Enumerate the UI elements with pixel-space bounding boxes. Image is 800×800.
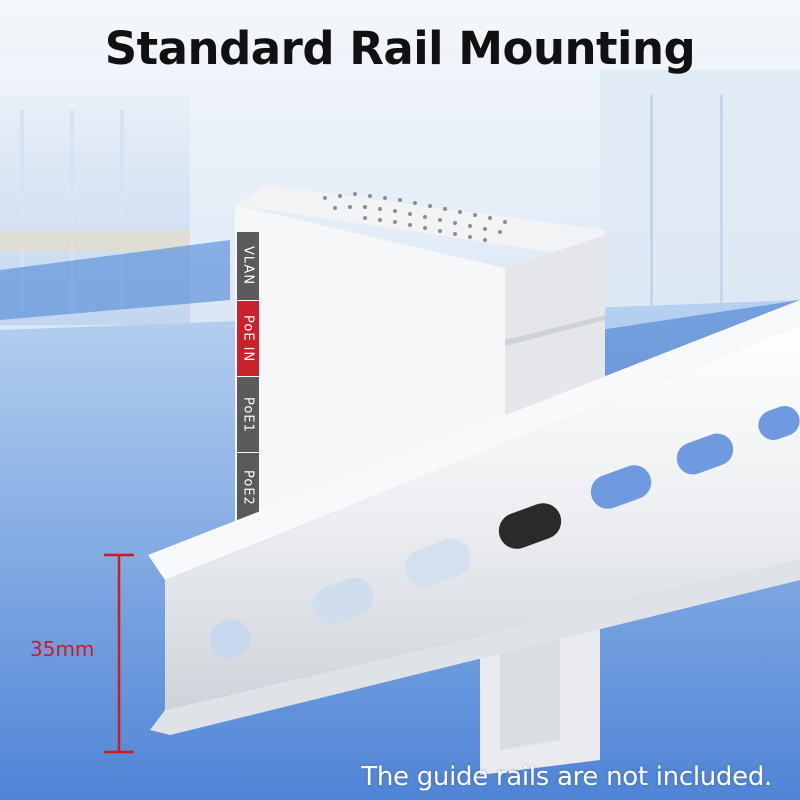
disclaimer-caption: The guide rails are not included. [361, 762, 772, 792]
dimension-label: 35mm [30, 637, 95, 661]
page-title: Standard Rail Mounting [104, 22, 696, 75]
port-label-poe1: PoE1 [240, 396, 256, 433]
port-label-vlan: VLAN [240, 246, 256, 286]
dimension-marker [104, 553, 134, 754]
port-label-poe-in: PoE IN [240, 314, 256, 363]
port-label-poe2: PoE2 [240, 470, 256, 506]
